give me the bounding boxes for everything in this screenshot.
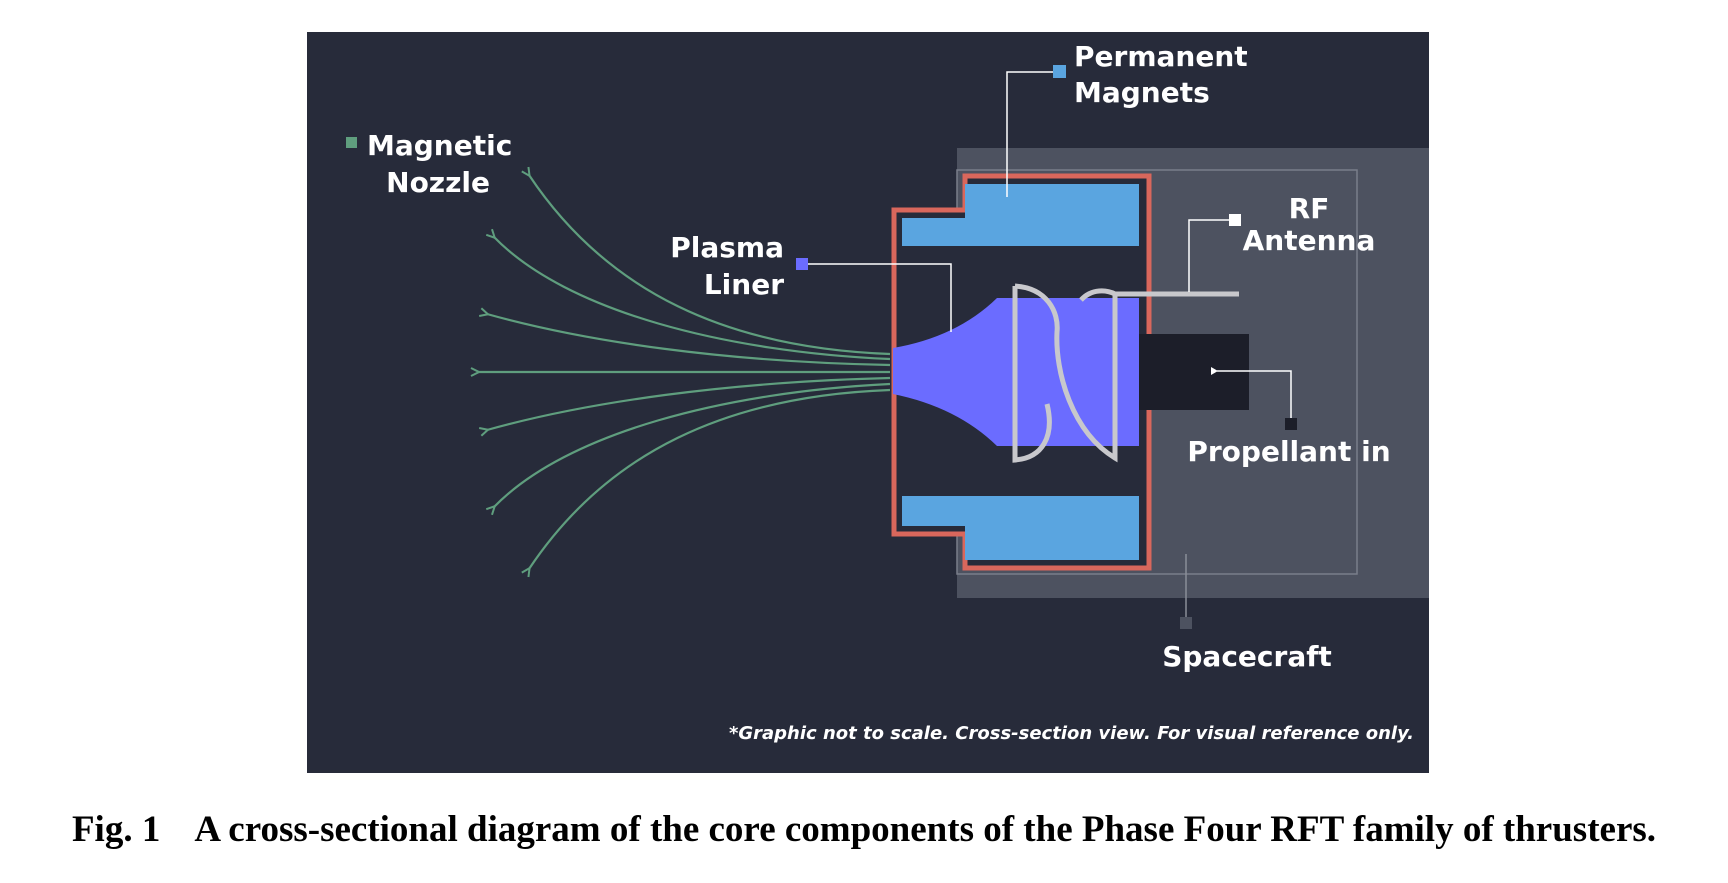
field-line: [494, 237, 891, 361]
liner-label-line1: Plasma: [670, 231, 784, 264]
field-line: [487, 376, 891, 430]
rf-antenna: [1012, 283, 1239, 463]
spacecraft-label: Spacecraft: [1162, 640, 1332, 673]
nozzle-label-line1: Magnetic: [367, 129, 512, 162]
propellant-leader-line: [1211, 367, 1292, 418]
magnets-label-line1: Permanent: [1074, 40, 1248, 73]
propellant-port: [1139, 334, 1249, 410]
permanent-magnet-top: [902, 184, 1139, 246]
liner-leader-line: [808, 263, 952, 332]
permanent-magnet-bottom: [902, 496, 1139, 560]
figure-caption: Fig. 1 A cross-sectional diagram of the c…: [0, 808, 1728, 851]
magnets-leader-line: [1006, 71, 1056, 197]
field-line: [529, 175, 891, 356]
antenna-label-line2: Antenna: [1243, 224, 1376, 257]
nozzle-marker: [346, 137, 357, 148]
liner-label-line2: Liner: [704, 268, 784, 301]
magnetic-field-lines: [478, 175, 891, 569]
propellant-label: Propellant in: [1187, 435, 1390, 468]
spacecraft-marker: [1180, 617, 1192, 629]
nozzle-label-line2: Nozzle: [386, 166, 490, 199]
figure-number: Fig. 1: [71, 809, 161, 850]
magnets-label-line2: Magnets: [1074, 76, 1210, 109]
scale-disclaimer: *Graphic not to scale. Cross-section vie…: [729, 723, 1414, 744]
liner-marker: [796, 258, 808, 270]
antenna-label-line1: RF: [1289, 192, 1330, 225]
propellant-marker: [1285, 418, 1297, 430]
field-line: [487, 314, 891, 367]
field-line: [494, 382, 891, 507]
antenna-marker: [1229, 214, 1241, 226]
field-line: [529, 388, 891, 569]
antenna-leader-line: [1188, 219, 1234, 292]
magnets-marker: [1053, 65, 1066, 78]
figure-caption-text: A cross-sectional diagram of the core co…: [194, 809, 1657, 850]
thruster-diagram: Permanent Magnets Magnetic Nozzle Plasma…: [307, 32, 1429, 773]
